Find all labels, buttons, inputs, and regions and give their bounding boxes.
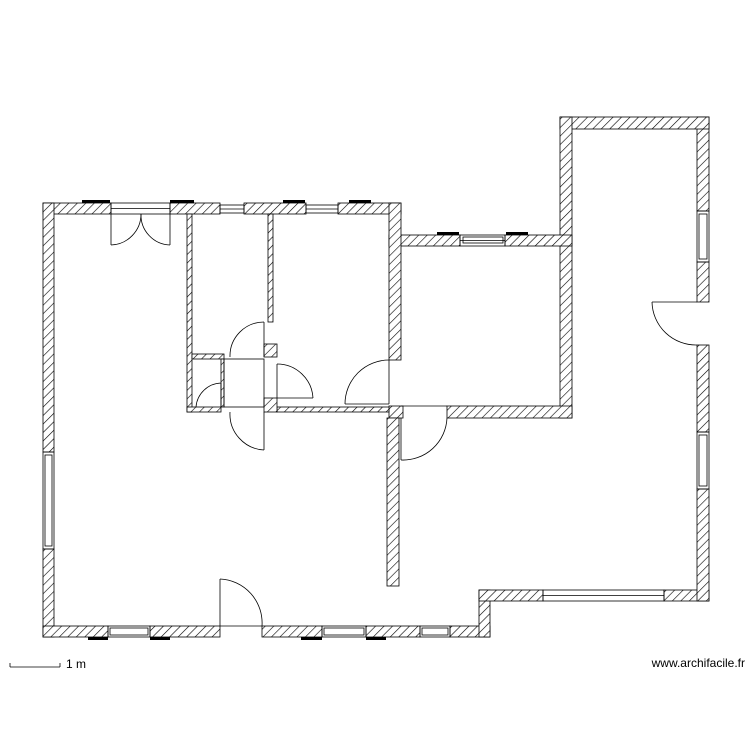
door-hall-room[interactable] <box>344 359 390 405</box>
wall-right-outer-4 <box>696 488 710 602</box>
wall-step-horizontal-1 <box>478 589 544 602</box>
wall-mid-bottom <box>446 405 573 419</box>
wall-corridor-bottom <box>388 405 404 419</box>
wall-top-mid <box>169 202 221 215</box>
window-bottom-3 <box>419 625 451 638</box>
wall-wc-bottom <box>186 406 222 413</box>
watermark[interactable]: www.archifacile.fr <box>651 656 745 670</box>
window-sill-marks <box>82 200 528 640</box>
wall-right-top <box>559 116 710 130</box>
scale-bar <box>9 663 61 668</box>
door-right-wing[interactable] <box>651 301 698 346</box>
wall-room-divider <box>267 213 274 323</box>
windows <box>42 202 710 638</box>
window-step <box>542 589 665 602</box>
wall-right-inner <box>559 116 573 419</box>
window-top-1 <box>110 202 171 215</box>
wall-mid-left <box>388 202 402 361</box>
scale-bar-label: 1 m <box>66 657 86 671</box>
window-left <box>42 451 55 550</box>
wall-wc-top <box>191 353 225 360</box>
window-bottom-1 <box>107 625 151 638</box>
walls <box>42 116 710 638</box>
wall-bottom-4 <box>365 625 421 638</box>
window-top-3 <box>305 204 339 214</box>
window-mid-top <box>459 234 506 247</box>
door-bedroom-mid[interactable] <box>400 405 448 461</box>
wall-top-mid2 <box>243 202 307 215</box>
door-small-room[interactable] <box>229 321 265 358</box>
window-right-1 <box>696 210 710 263</box>
window-bottom-2 <box>321 625 367 638</box>
door-wc[interactable] <box>195 382 222 408</box>
wall-wc-side <box>220 358 225 408</box>
wall-right-outer-3 <box>696 344 710 433</box>
wall-left-upper <box>42 202 55 453</box>
wall-bottom-1 <box>42 625 109 638</box>
window-top-2 <box>219 204 245 214</box>
door-hall-bottom[interactable] <box>229 411 265 451</box>
wall-bottom-3 <box>261 625 323 638</box>
door-double-top <box>110 213 171 246</box>
wall-hall-post <box>263 397 278 413</box>
wall-partition-long <box>386 417 400 587</box>
door-hall-right[interactable] <box>276 363 314 399</box>
wall-room-left <box>186 213 193 413</box>
wall-right-outer-2 <box>696 261 710 303</box>
door-entrance[interactable] <box>219 578 263 627</box>
wall-bottom-2 <box>149 625 221 638</box>
wall-mid-top-2 <box>504 234 573 247</box>
doors <box>110 213 698 627</box>
wall-hall-stub <box>263 343 278 358</box>
window-right-2 <box>696 431 710 490</box>
wall-right-outer-1 <box>696 116 710 212</box>
wall-hall-bottom <box>276 406 390 413</box>
door-frame-hall <box>223 358 265 408</box>
wall-left-lower <box>42 548 55 638</box>
